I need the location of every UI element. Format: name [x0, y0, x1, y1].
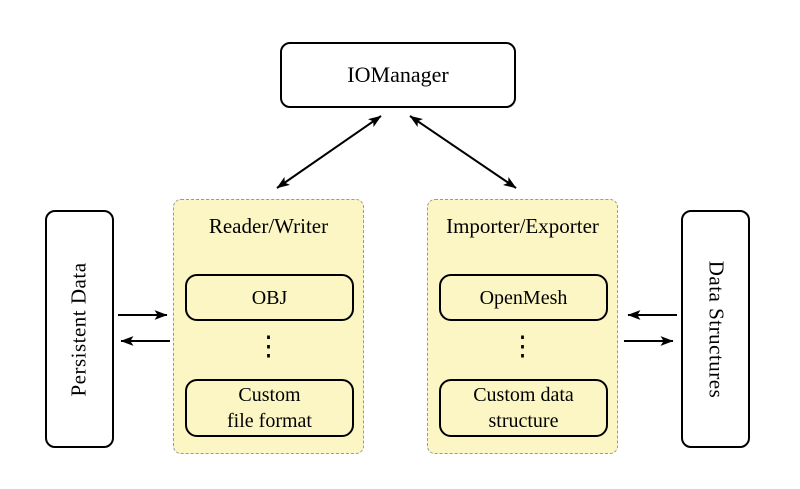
- custom-data-structure-line1: Custom data: [473, 384, 574, 406]
- custom-data-structure-line2: structure: [488, 410, 559, 432]
- data-structures-label: Data Structures: [704, 260, 729, 398]
- arrow-iomanager-readerwriter: [276, 115, 382, 189]
- persistent-data-box: Persistent Data: [45, 210, 114, 448]
- openmesh-box: OpenMesh: [439, 274, 608, 321]
- custom-file-format-line1: Custom: [238, 384, 301, 406]
- reader-writer-ellipsis: ⋮: [255, 331, 282, 361]
- arrow-iomanager-importerexporter: [409, 115, 517, 189]
- obj-box: OBJ: [185, 274, 354, 321]
- importer-exporter-container: Importer/Exporter OpenMesh ⋮ Custom data…: [427, 199, 618, 454]
- custom-file-format-line2: file format: [227, 410, 312, 432]
- custom-data-structure-box: Custom data structure: [439, 379, 608, 437]
- obj-label: OBJ: [251, 286, 288, 309]
- importer-exporter-ellipsis: ⋮: [509, 331, 536, 361]
- reader-writer-label: Reader/Writer: [208, 214, 329, 238]
- importer-exporter-label: Importer/Exporter: [446, 214, 599, 238]
- iomanager-label: IOManager: [347, 62, 449, 87]
- openmesh-label: OpenMesh: [479, 286, 568, 309]
- custom-file-format-box: Custom file format: [185, 379, 354, 437]
- reader-writer-container: Reader/Writer OBJ ⋮ Custom file format: [173, 199, 364, 454]
- iomanager-box: IOManager: [280, 42, 516, 108]
- data-structures-box: Data Structures: [681, 210, 750, 448]
- persistent-data-label: Persistent Data: [67, 261, 91, 397]
